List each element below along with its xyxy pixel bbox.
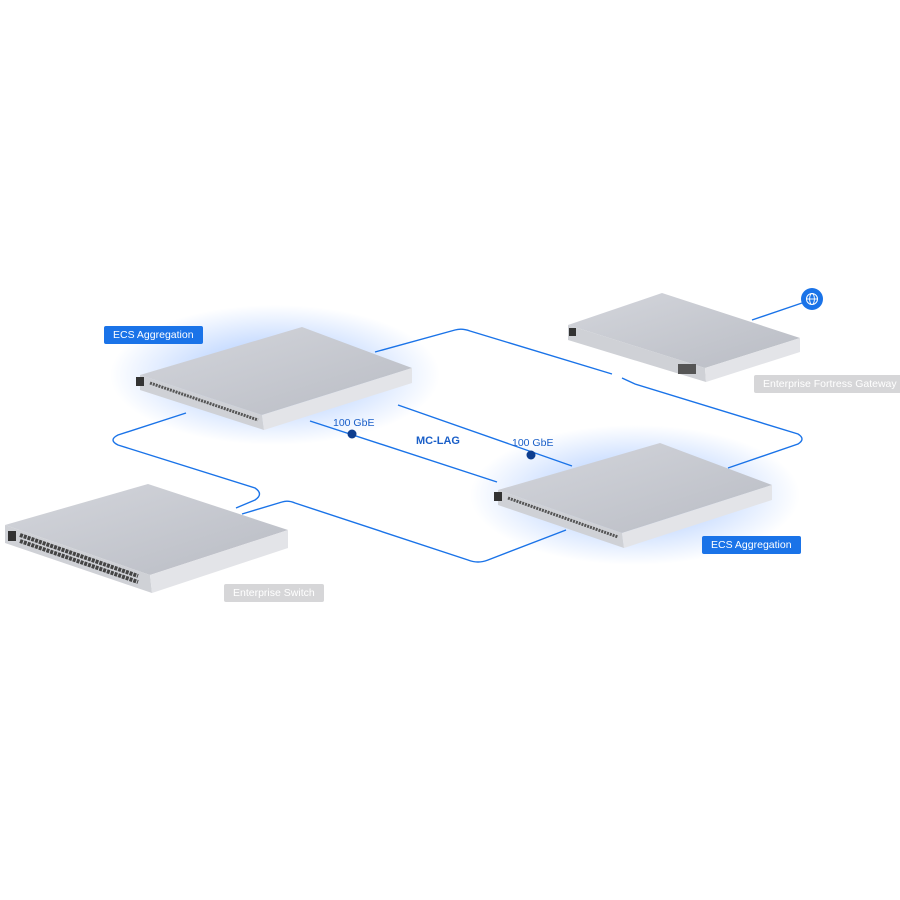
port-dot-right <box>526 450 536 460</box>
globe-icon[interactable] <box>801 288 823 310</box>
links <box>112 302 803 563</box>
enterprise-fortress-gateway-device[interactable] <box>568 293 800 382</box>
ecs-aggregation-top-device[interactable] <box>136 327 412 430</box>
mclag-label: MC-LAG <box>416 435 460 447</box>
link-ecs-top-switch <box>112 412 261 509</box>
link-gateway-ecs-bottom <box>621 377 803 469</box>
link-speed-right: 100 GbE <box>512 437 554 449</box>
label-ecs-aggregation-bottom: ECS Aggregation <box>702 536 801 554</box>
label-enterprise-fortress-gateway: Enterprise Fortress Gateway <box>754 375 900 393</box>
link-speed-left: 100 GbE <box>333 417 375 429</box>
link-ecs-top-gateway <box>374 328 613 375</box>
link-mclag-lower <box>309 420 498 483</box>
link-gateway-internet <box>751 302 803 321</box>
link-switch-ecs-bottom <box>241 500 567 563</box>
ecs-aggregation-bottom-device[interactable] <box>494 443 772 548</box>
enterprise-switch-device[interactable] <box>5 484 288 593</box>
label-ecs-aggregation-top: ECS Aggregation <box>104 326 203 344</box>
label-enterprise-switch: Enterprise Switch <box>224 584 324 602</box>
link-mclag-upper <box>397 404 573 467</box>
port-dot-left <box>347 429 357 439</box>
